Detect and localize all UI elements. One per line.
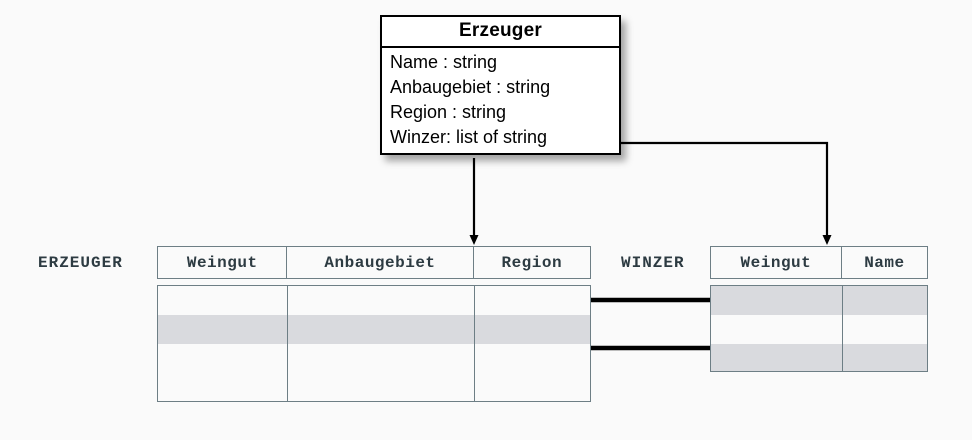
table-row[interactable] xyxy=(158,344,590,373)
column-header-weingut: Weingut xyxy=(711,247,842,278)
uml-attribute: Name : string xyxy=(390,52,498,72)
table-cell xyxy=(158,315,288,344)
table-row[interactable] xyxy=(158,286,590,315)
table-body-erzeuger xyxy=(157,285,591,402)
table-cell xyxy=(711,286,843,315)
table-cell xyxy=(158,286,288,315)
table-cell xyxy=(843,315,927,344)
table-row[interactable] xyxy=(711,315,927,344)
table-cell xyxy=(475,315,590,344)
table-label-erzeuger: ERZEUGER xyxy=(38,254,123,272)
column-header-name: Name xyxy=(864,253,905,272)
table-cell xyxy=(158,373,288,401)
table-body-winzer xyxy=(710,285,928,372)
table-cell xyxy=(475,286,590,315)
table-label-winzer: WINZER xyxy=(621,254,685,272)
table-row[interactable] xyxy=(711,344,927,371)
uml-attribute: Region : string xyxy=(390,102,507,122)
table-cell xyxy=(288,344,475,373)
table-cell xyxy=(711,315,843,344)
table-cell xyxy=(158,344,288,373)
table-header-winzer: Weingut Name xyxy=(710,246,928,279)
table-cell xyxy=(843,344,927,371)
uml-attribute: Winzer: list of string xyxy=(390,127,548,147)
uml-attribute: Anbaugebiet : string xyxy=(390,77,551,97)
table-cell xyxy=(711,344,843,371)
table-header-erzeuger: Weingut Anbaugebiet Region xyxy=(157,246,591,279)
table-row[interactable] xyxy=(158,373,590,401)
table-row[interactable] xyxy=(711,286,927,315)
table-cell xyxy=(288,286,475,315)
table-cell xyxy=(475,344,590,373)
uml-class-erzeuger: Erzeuger Name : string Anbaugebiet : str… xyxy=(380,15,621,155)
uml-class-title: Erzeuger xyxy=(382,17,619,48)
column-header-anbaugebiet: Anbaugebiet xyxy=(287,247,474,278)
table-cell xyxy=(288,373,475,401)
table-row[interactable] xyxy=(158,315,590,344)
table-cell xyxy=(843,286,927,315)
column-header-weingut: Weingut xyxy=(158,247,288,278)
column-header-region: Region xyxy=(501,253,563,272)
table-cell xyxy=(288,315,475,344)
arrow-winzer-attr-to-winzer-table xyxy=(607,141,832,245)
table-cell xyxy=(475,373,590,401)
uml-attribute-list: Name : string Anbaugebiet : string Regio… xyxy=(382,48,619,153)
